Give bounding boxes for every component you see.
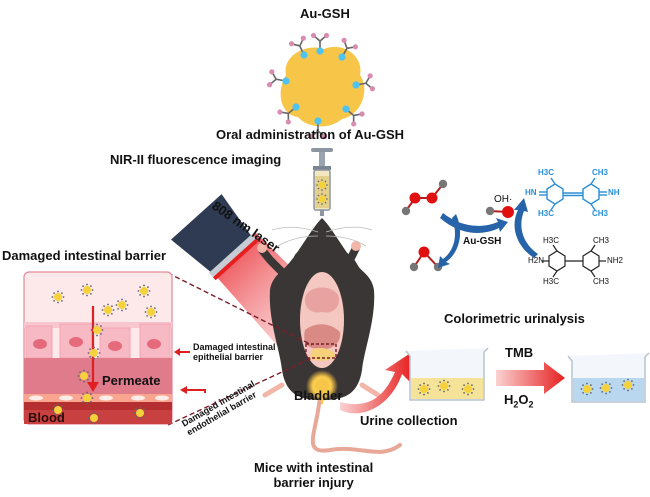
oxtmb-h3c-bottom: H3C <box>538 209 555 218</box>
reaction-arrow <box>496 362 565 394</box>
h2o2-sub1: 2 <box>513 399 519 410</box>
au-gsh-title: Au-GSH <box>300 6 350 21</box>
tmb-nh2: NH2 <box>607 256 624 265</box>
bladder-label: Bladder <box>294 388 343 403</box>
catalyst-label: Au-GSH <box>463 236 502 247</box>
catalytic-cycle-arrows <box>438 198 538 268</box>
urine-beaker-icon <box>405 347 489 401</box>
water-molecule-icon <box>409 246 443 272</box>
callout-lines <box>167 272 337 426</box>
blood-label: Blood <box>28 410 65 425</box>
nir-imaging-label: NIR-II fluorescence imaging <box>110 152 282 167</box>
urine-collection-label: Urine collection <box>360 413 458 428</box>
tmb-h3c-top: H3C <box>543 236 560 245</box>
intestinal-barrier-panel <box>23 271 206 425</box>
au-gsh-nanoparticle-icon <box>265 32 377 140</box>
colorimetric-label: Colorimetric urinalysis <box>444 311 585 326</box>
permeate-label: Permeate <box>102 373 161 388</box>
tmb-structure <box>542 244 606 278</box>
h2o2-h: H <box>504 392 514 407</box>
tmb-ch3-top: CH3 <box>593 236 610 245</box>
h2o2-molecule-icon <box>401 179 448 216</box>
tmb-h3c-bottom: H3C <box>543 277 560 286</box>
damaged-barrier-title: Damaged intestinal barrier <box>2 248 166 263</box>
oxtmb-structure <box>539 177 607 211</box>
mouse-icon <box>257 218 402 454</box>
epithelial-barrier-label: Damaged intestinal epithelial barrier <box>193 342 276 362</box>
tmb-ch3-bottom: CH3 <box>593 277 610 286</box>
epithelial-line1: Damaged intestinal <box>193 342 276 352</box>
oxtmb-ch3-top: CH3 <box>592 168 609 177</box>
radical-label: OH· <box>494 194 513 205</box>
oxtmb-ch3-bottom: CH3 <box>592 209 609 218</box>
tmb-label: TMB <box>505 345 534 360</box>
mice-line2: barrier injury <box>273 475 354 490</box>
oxtmb-hn: HN <box>525 188 537 197</box>
epithelial-line2: epithelial barrier <box>193 352 264 362</box>
mice-line1: Mice with intestinal <box>254 460 374 475</box>
h2o2-o: O <box>518 392 529 407</box>
h2o2-label: H2O2 <box>504 392 534 410</box>
oxtmb-h3c-top: H3C <box>538 168 555 177</box>
urine-collection-arrow <box>340 352 412 414</box>
tmb-h2n: H2N <box>528 256 545 265</box>
syringe-icon <box>311 148 333 216</box>
mice-label: Mice with intestinal barrier injury <box>254 460 373 490</box>
oxidized-beaker-icon <box>567 352 650 403</box>
hydroxyl-radical-icon <box>485 206 514 218</box>
laser-head-icon <box>171 194 259 281</box>
oxtmb-nh: NH <box>608 188 620 197</box>
h2o2-sub2: 2 <box>528 399 534 410</box>
oral-administration-label: Oral administration of Au-GSH <box>216 127 405 142</box>
